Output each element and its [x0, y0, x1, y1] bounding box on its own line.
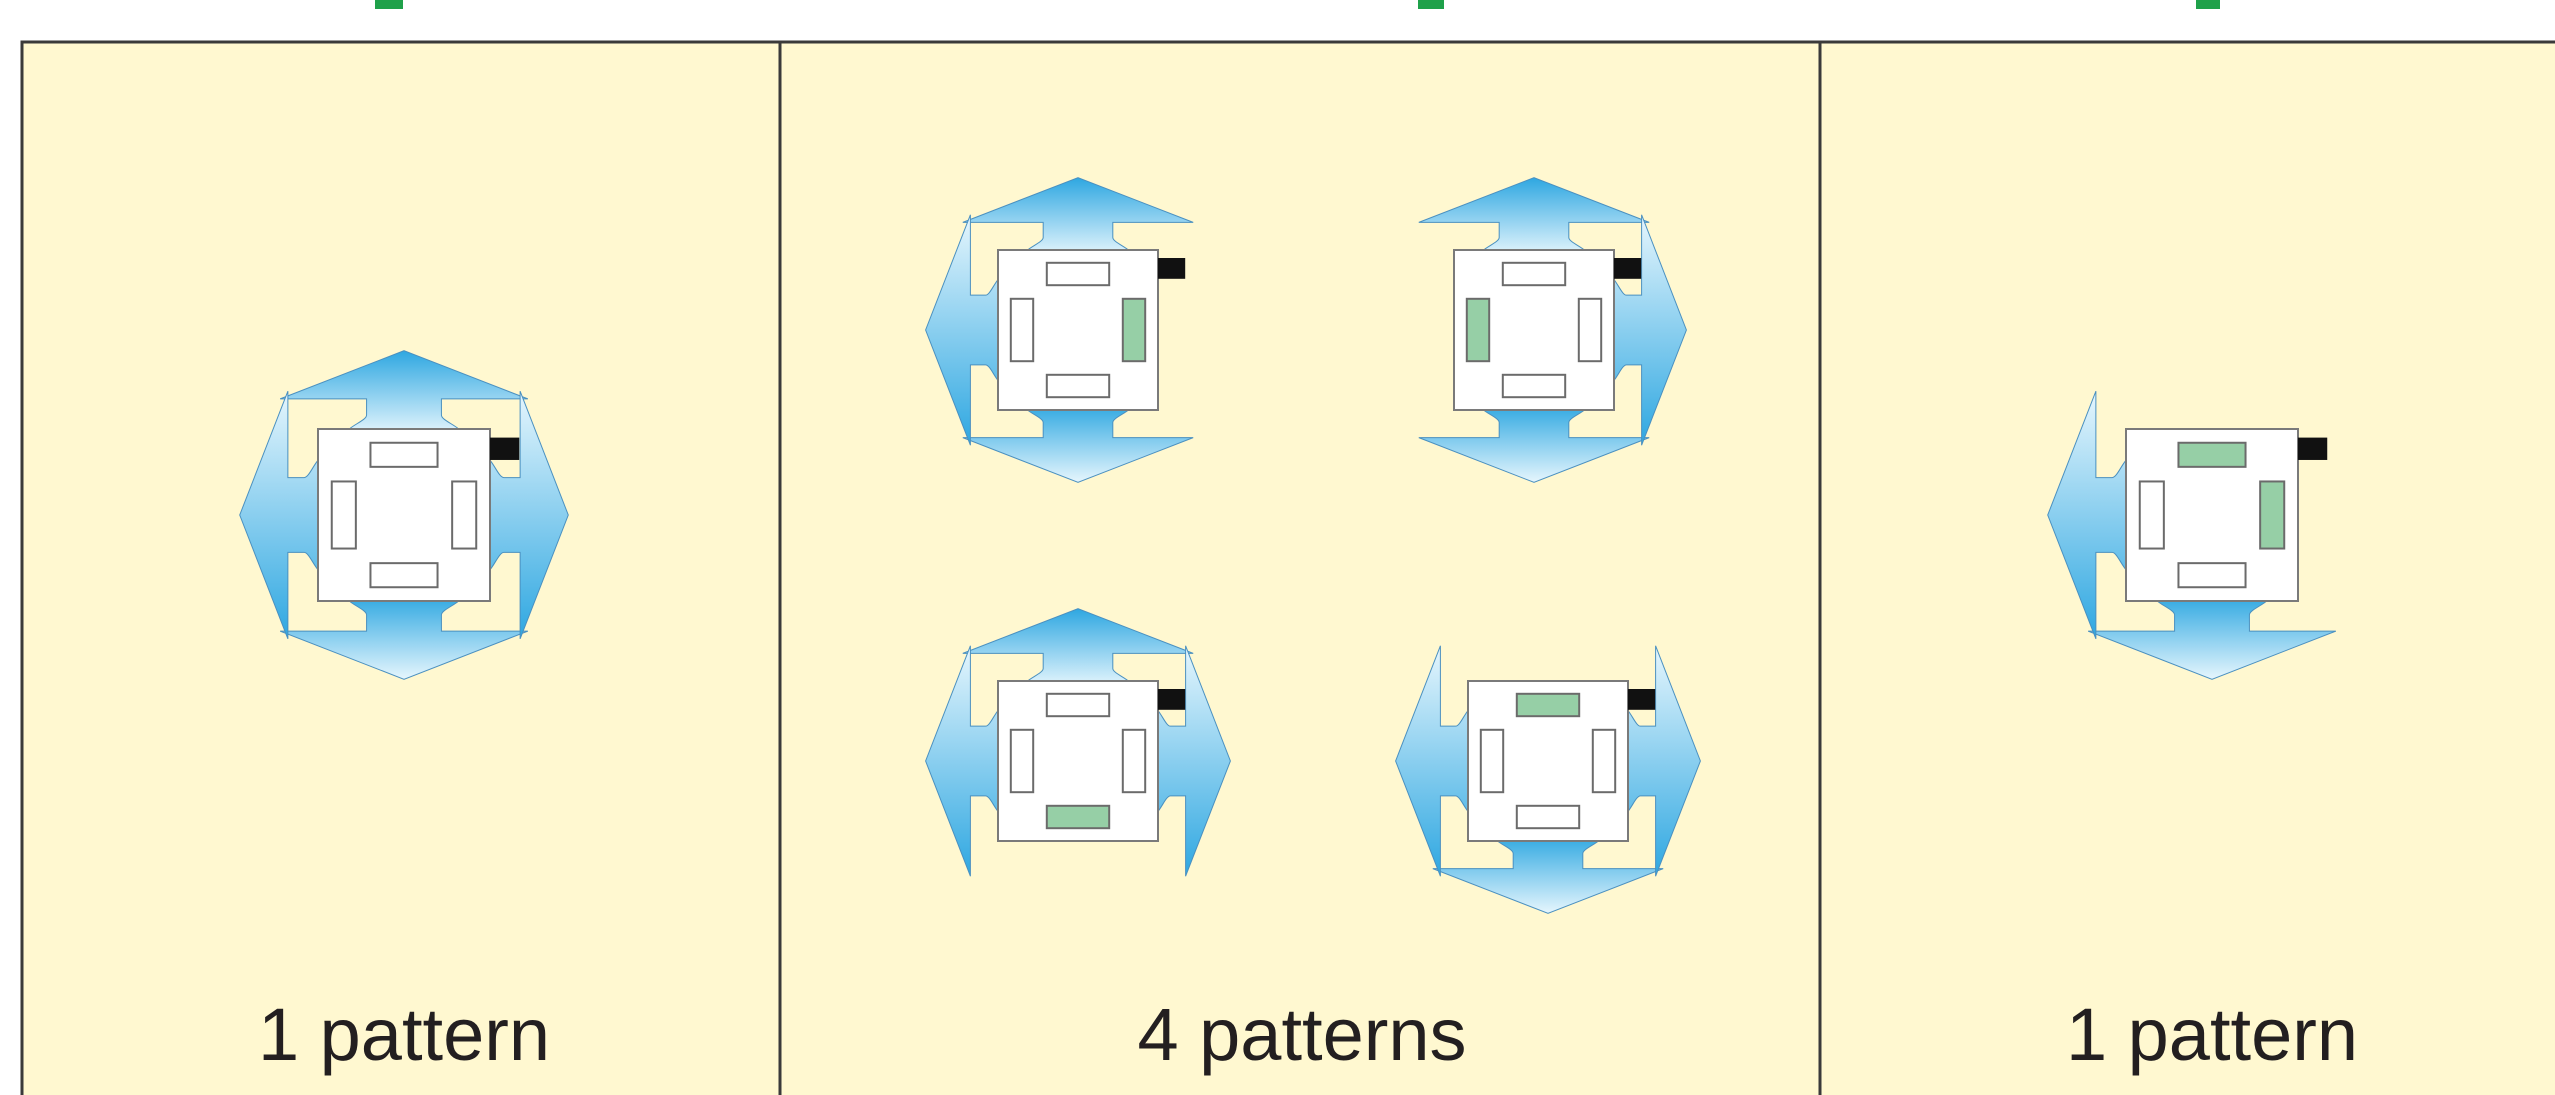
robot-bottom-sensor-active: [925, 608, 1231, 877]
sensor-bottom: [369, 562, 439, 589]
robot-top-right-sensors-active: [2047, 390, 2337, 680]
sensor-bottom: [1515, 804, 1581, 830]
sensor-left: [2138, 480, 2165, 550]
sensor-right: [1577, 297, 1603, 363]
robot-all-directions: [239, 350, 569, 680]
connector-icon: [2298, 437, 2328, 460]
sensor-right: [451, 480, 478, 550]
caption-fragment: [1418, 0, 1444, 9]
sensor-right-active: [1121, 297, 1147, 363]
connector-icon: [1158, 258, 1186, 279]
caption-fragment: [375, 0, 403, 9]
sensor-right: [1591, 728, 1617, 794]
sensor-top: [1045, 261, 1111, 287]
robot-top-sensor-active: [1395, 645, 1701, 914]
sensor-top-active: [1515, 692, 1581, 718]
sensor-right-active: [2259, 480, 2286, 550]
sensor-top-active: [2177, 441, 2247, 468]
connector-icon: [490, 437, 520, 460]
sensor-bottom: [1045, 373, 1111, 399]
sensor-right: [1121, 728, 1147, 794]
sensor-left-active: [1465, 297, 1491, 363]
sensor-bottom-active: [1045, 804, 1111, 830]
sensor-top: [369, 441, 439, 468]
sensor-left: [1009, 728, 1035, 794]
connector-icon: [1628, 689, 1656, 710]
panel-4-patterns: [778, 40, 1822, 1095]
connector-icon: [1158, 689, 1186, 710]
sensor-top: [1045, 692, 1111, 718]
sensor-left: [1479, 728, 1505, 794]
panel-label-right: 1 pattern: [2066, 993, 2358, 1076]
sensor-left: [1009, 297, 1035, 363]
robot-left-sensor-active: [1418, 177, 1687, 483]
caption-fragment: [2196, 0, 2220, 9]
robot-right-sensor-active: [925, 177, 1194, 483]
sensor-top: [1501, 261, 1567, 287]
panel-label-left: 1 pattern: [258, 993, 550, 1076]
panel-label-middle: 4 patterns: [1137, 993, 1466, 1076]
connector-icon: [1614, 258, 1642, 279]
sensor-left: [330, 480, 357, 550]
sensor-bottom: [2177, 562, 2247, 589]
sensor-bottom: [1501, 373, 1567, 399]
